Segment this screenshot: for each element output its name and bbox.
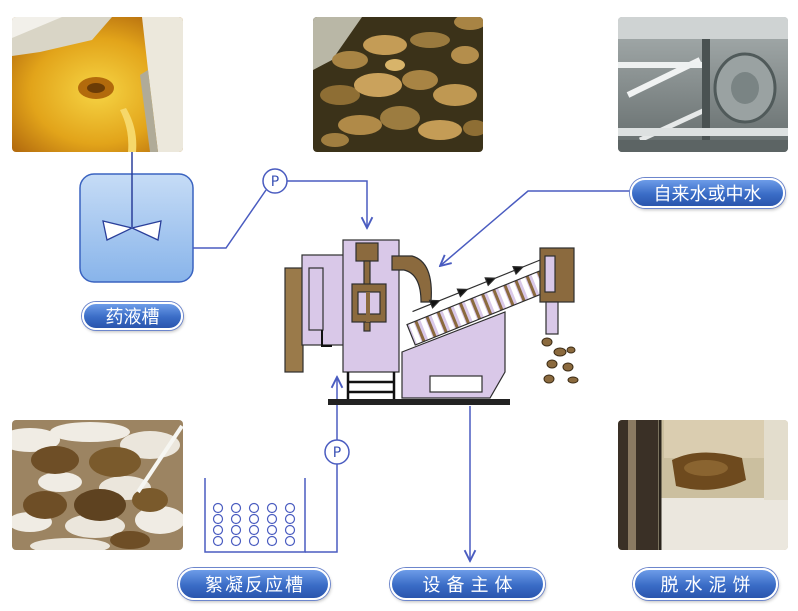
- flocculation-reaction-photo: [12, 420, 183, 550]
- water-supply-line: [440, 190, 630, 266]
- pump-symbol: P: [271, 174, 279, 190]
- chemical-tank-label: 药液槽: [82, 302, 183, 330]
- sludge-line-to-pump: [305, 464, 338, 553]
- mixer-motor: [355, 242, 379, 262]
- control-window: [308, 267, 324, 331]
- flow-direction-icon: [428, 299, 441, 309]
- bubble: [212, 502, 224, 514]
- mixer-rod-inner: [366, 292, 370, 322]
- bubble: [266, 513, 278, 525]
- bubble: [284, 502, 296, 514]
- drive-motor-panel: [544, 255, 556, 293]
- flocculated-sludge-photo: [313, 17, 483, 152]
- machine-base: [328, 399, 510, 405]
- left-side-panel: [284, 267, 304, 373]
- pump-symbol: P: [333, 445, 341, 461]
- bubble: [230, 513, 242, 525]
- support-stand: [346, 372, 396, 400]
- flocculation-tank: [204, 478, 306, 553]
- bubble: [248, 502, 260, 514]
- sludge-cake-label: 脱水泥饼: [633, 568, 778, 600]
- bubble: [284, 535, 296, 547]
- tank-bubbles: [212, 502, 296, 547]
- tank-outline: [204, 478, 306, 553]
- flow-direction-icon: [512, 266, 525, 276]
- bubble: [266, 502, 278, 514]
- bubble: [284, 513, 296, 525]
- chemical-tank: [79, 152, 194, 283]
- flow-lines: [193, 180, 630, 561]
- flow-direction-icon: [484, 277, 497, 287]
- falling-sludge-cake: [541, 337, 579, 384]
- machine-interior-photo: [618, 17, 788, 152]
- sludge-cake-photo: [618, 420, 788, 550]
- flocculation-tank-label: 絮凝反应槽: [178, 568, 330, 600]
- bubble: [284, 524, 296, 536]
- bubble: [266, 535, 278, 547]
- bubble: [248, 524, 260, 536]
- bubble: [248, 513, 260, 525]
- bubble: [230, 524, 242, 536]
- agitator-blade-left: [102, 220, 134, 241]
- cake-outlet: [545, 301, 559, 335]
- sludge-chute: [391, 255, 432, 303]
- pump-icon: [324, 439, 350, 465]
- flow-direction-icon: [456, 288, 469, 298]
- water-source-label: 自来水或中水: [630, 178, 785, 208]
- agitator-blade-right: [130, 220, 162, 241]
- filtrate-outlet: [429, 375, 483, 393]
- dosing-line-to-pump: [193, 189, 267, 249]
- dosing-pump: P: [262, 168, 288, 194]
- pump-icon: [262, 168, 288, 194]
- bubble: [212, 535, 224, 547]
- bubble: [266, 524, 278, 536]
- screw-press-machine: [284, 239, 579, 405]
- bubble: [230, 535, 242, 547]
- chemical-solution-photo: [12, 17, 183, 152]
- drain-hook: [321, 330, 332, 347]
- bubble: [212, 513, 224, 525]
- bubble: [230, 502, 242, 514]
- dosing-line-to-machine: [287, 180, 367, 228]
- main-unit-label: 设备主体: [390, 568, 545, 600]
- bubble: [248, 535, 260, 547]
- sludge-pump: P: [324, 439, 350, 465]
- bubble: [212, 524, 224, 536]
